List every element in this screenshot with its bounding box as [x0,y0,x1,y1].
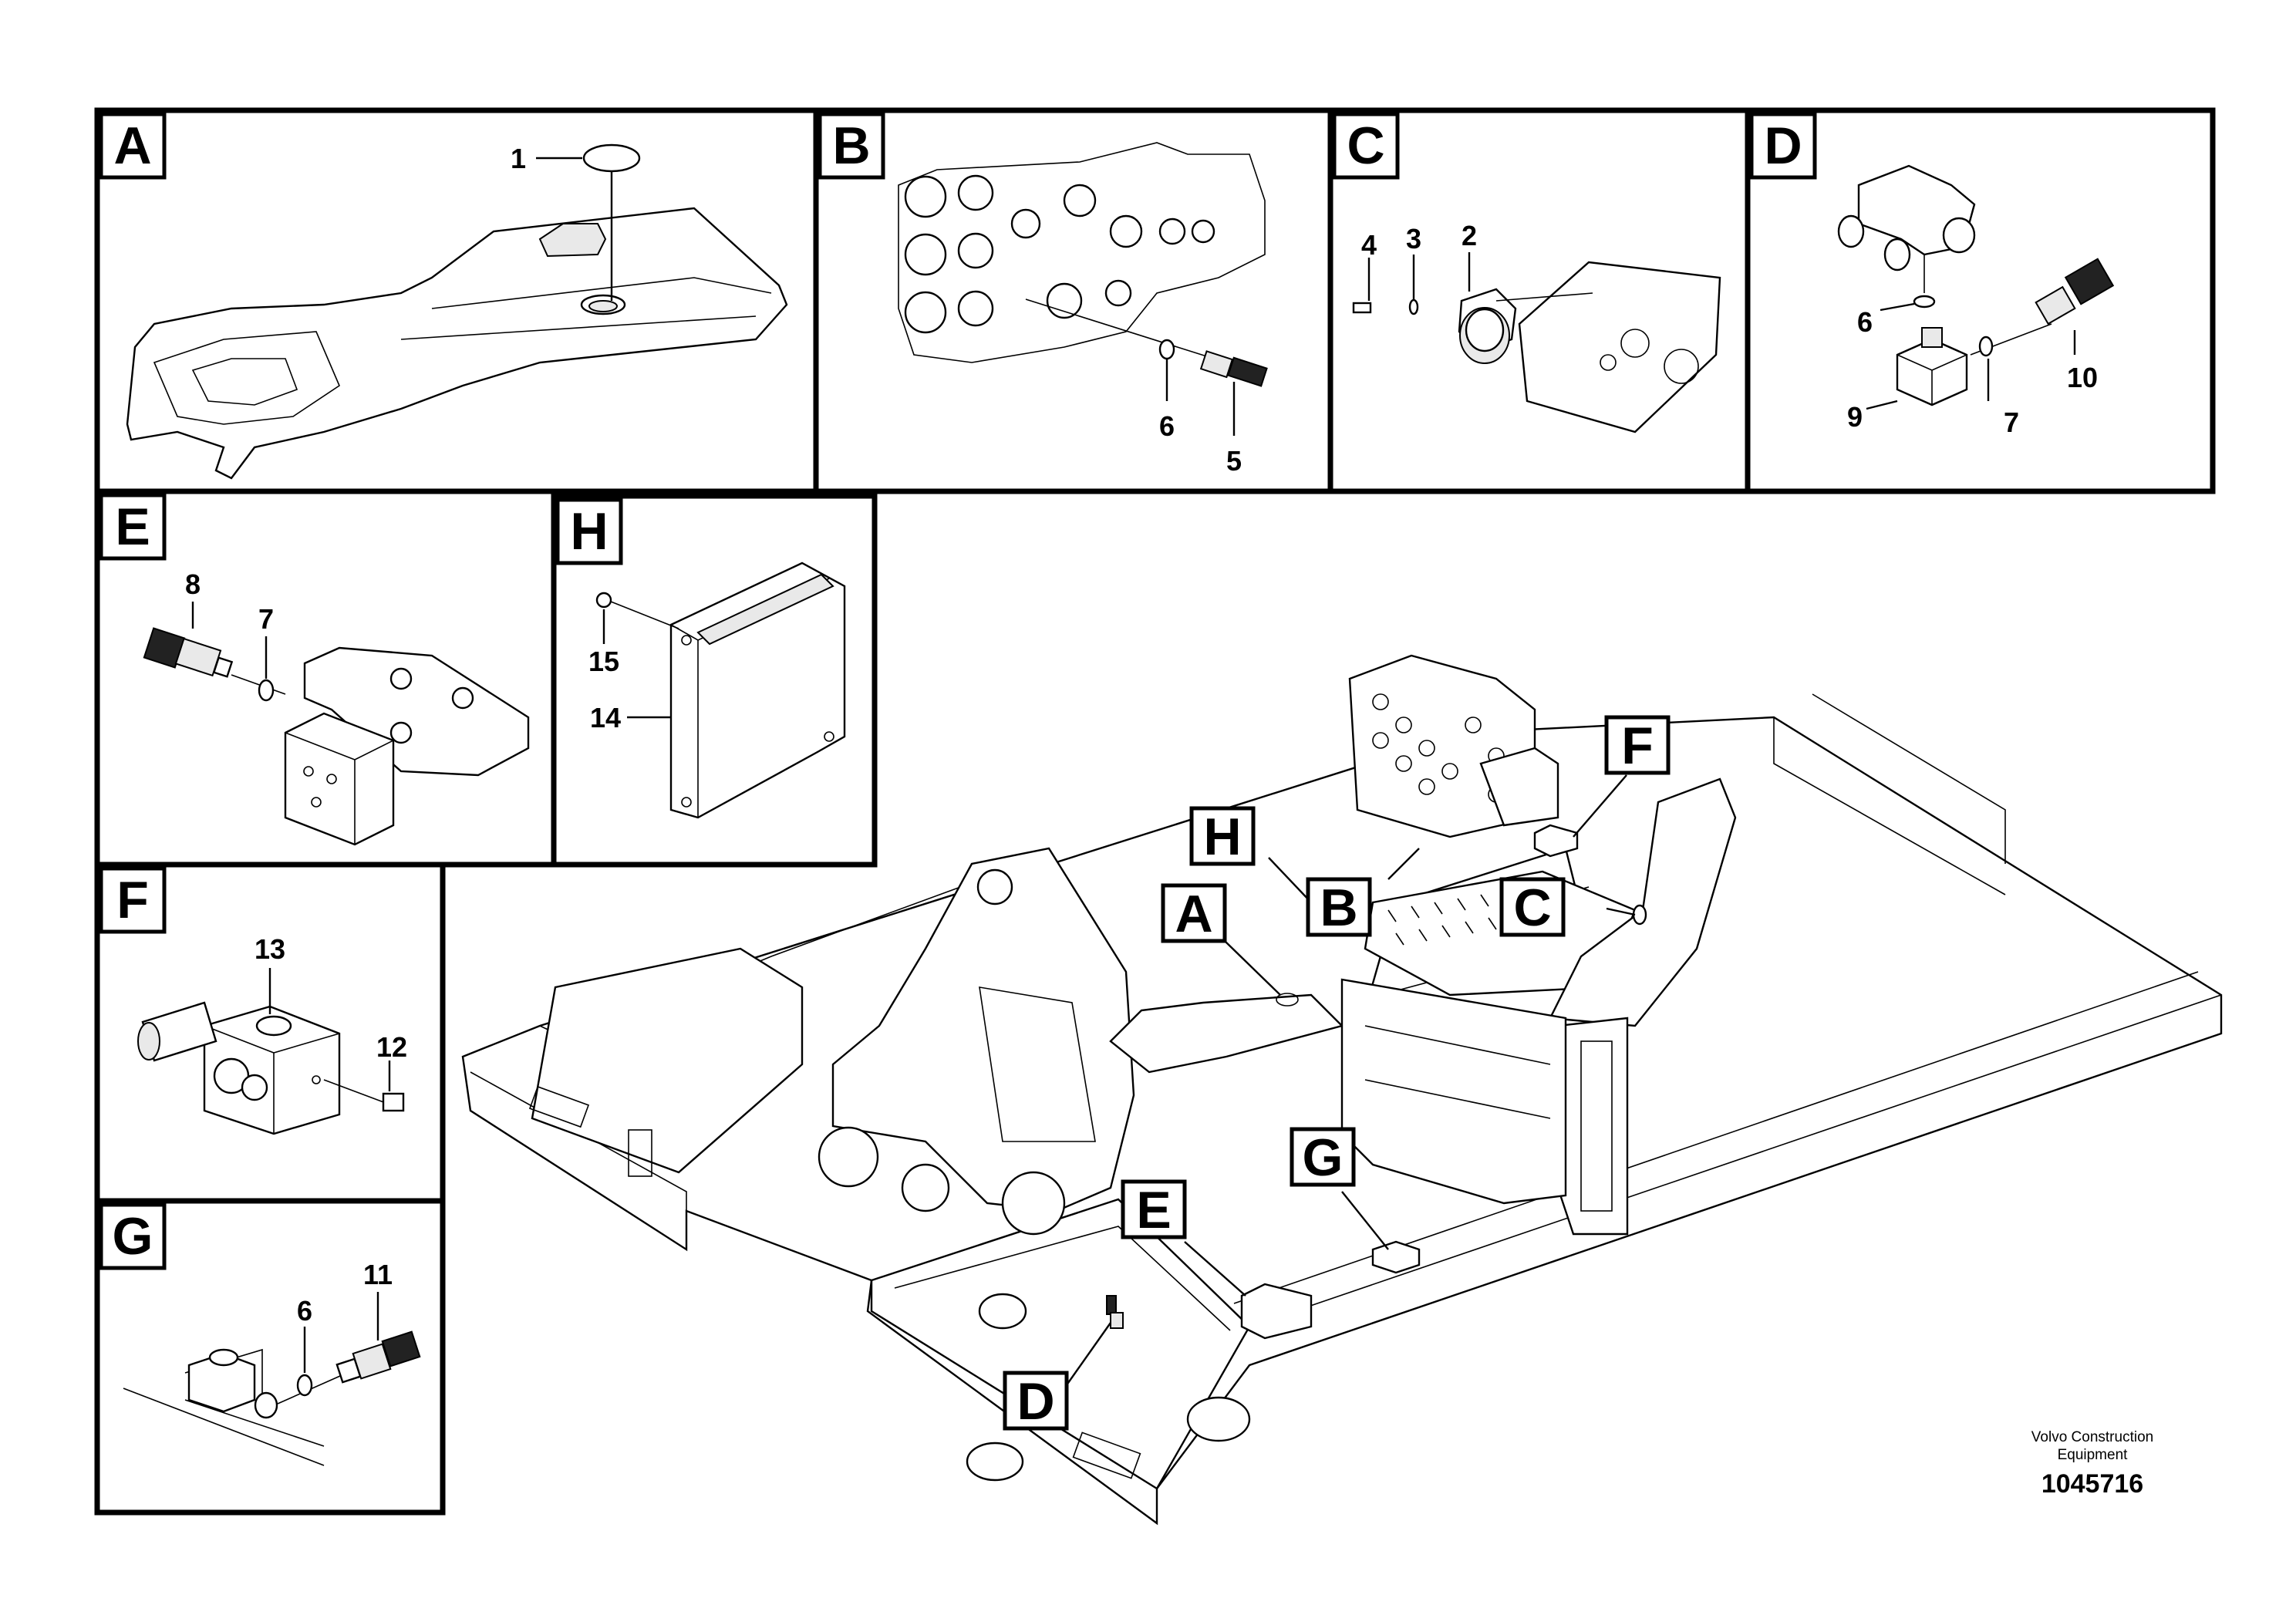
panel-label-E: E [99,493,167,561]
callout-C-letter: C [1513,878,1551,937]
callout-F-letter: F [1621,717,1654,775]
item-8: 8 [185,568,201,600]
footer: Volvo Construction Equipment 1045716 [2031,1429,2153,1499]
item-15: 15 [588,646,619,677]
solenoid-valve-icon [137,1001,341,1135]
panel-F-drawing: 13 12 [137,933,407,1135]
item-1: 1 [511,143,526,174]
callout-H: H [1189,806,1256,866]
bolt-icon [382,1092,405,1112]
panel-G-letter: G [113,1207,153,1266]
block-E-icon [1240,1283,1313,1340]
callout-C: C [1499,877,1566,937]
item-11: 11 [363,1259,393,1290]
o-ring-icon [1913,295,1936,309]
panel-A-drawing: 1 [126,143,788,480]
callout-G-letter: G [1303,1128,1344,1187]
plug-icon [582,143,641,173]
drawing-number: 1045716 [2041,1469,2143,1499]
callout-G: G [1290,1127,1356,1187]
main-assembly [461,654,2223,1526]
item-3: 3 [1406,223,1421,255]
panel-label-G: G [99,1202,167,1270]
item-6: 6 [297,1295,312,1327]
panel-label-F: F [99,866,167,934]
panel-label-A: A [99,112,167,180]
o-ring-icon [1978,336,1994,357]
pressure-sensor-icon [2035,258,2115,325]
panel-E-drawing: 8 7 [143,568,530,846]
company-name-line1: Volvo Construction [2031,1429,2153,1445]
panel-D-letter: D [1764,116,1802,175]
sensor-G-icon [1371,1240,1421,1274]
item-4: 4 [1361,229,1377,261]
pressure-sensor-icon [1199,350,1268,387]
item-6: 6 [1857,306,1873,338]
callout-D: D [1003,1371,1069,1431]
item-9: 9 [1847,401,1863,433]
callout-leaders [1064,774,1636,1389]
panel-H-drawing: 15 14 [588,561,846,819]
panel-frames [94,107,2216,1516]
callout-E: E [1121,1179,1187,1239]
item-2: 2 [1462,220,1477,251]
o-ring-icon [296,1374,313,1397]
panel-label-C: C [1332,112,1400,180]
panel-A-letter: A [113,116,151,175]
panel-B-letter: B [832,116,870,175]
buzzer-icon [1458,288,1517,364]
panel-C-letter: C [1347,116,1384,175]
item-7: 7 [258,603,274,635]
panel-E-letter: E [115,497,150,556]
pressure-sensor-icon [335,1330,421,1384]
callout-H-letter: H [1203,808,1241,866]
panel-C-drawing: 4 3 2 [1352,220,1721,433]
callout-B: B [1306,877,1372,937]
panel-label-B: B [818,112,885,180]
item-14: 14 [590,702,621,733]
item-13: 13 [255,933,285,965]
panel-F-letter: F [116,871,149,929]
washer-icon [1408,298,1419,315]
callout-E-letter: E [1136,1181,1171,1239]
panel-G-drawing: 11 6 [123,1259,421,1466]
item-6: 6 [1159,410,1175,442]
o-ring-icon [1158,339,1175,360]
callout-A: A [1161,883,1227,943]
panel-label-D: D [1749,112,1817,180]
panel-label-H: H [555,497,623,565]
item-12: 12 [376,1031,407,1063]
block-F-icon [1533,824,1579,858]
panel-B-drawing: 6 5 [898,142,1268,477]
callout-D-letter: D [1017,1372,1054,1431]
adapter-block-icon [1896,327,1968,406]
company-name-line2: Equipment [2058,1447,2129,1463]
o-ring-icon [258,679,275,702]
screw-icon [1352,302,1372,314]
ecu-icon [669,561,846,819]
pressure-sensor-icon [143,627,234,678]
bolt-icon [595,592,612,609]
item-7: 7 [2004,406,2019,438]
callout-B-letter: B [1320,878,1357,937]
item-10: 10 [2067,362,2098,393]
panel-H-letter: H [570,502,608,561]
item-5: 5 [1226,445,1242,477]
buzzer-small-icon [1632,904,1647,926]
callout-A-letter: A [1175,885,1212,943]
sensor-D-icon [1106,1295,1124,1329]
panel-D-drawing: 6 10 9 7 [1837,164,2115,438]
callout-F: F [1604,715,1671,775]
